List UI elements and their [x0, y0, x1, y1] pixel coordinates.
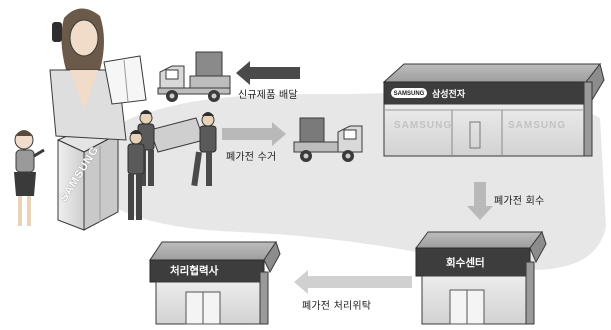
label-disposal-recovery: 폐가전 회수 [494, 196, 545, 207]
collection-truck-icon [293, 117, 363, 162]
delivery-truck-icon [157, 51, 231, 102]
partner-sign: 처리협력사 [170, 265, 219, 277]
arrow-disposal-collection [222, 122, 286, 146]
hq-window-brand-left: SAMSUNG [394, 120, 453, 131]
hq-window-brand-right: SAMSUNG [508, 120, 567, 131]
label-new-delivery: 신규제품 배달 [238, 90, 298, 101]
samsung-hq-building [382, 62, 605, 157]
label-disposal-collection: 폐가전 수거 [226, 152, 277, 163]
label-disposal-processing: 폐가전 처리위탁 [302, 301, 372, 312]
woman-phone-icon [49, 8, 147, 141]
arrow-disposal-recovery [467, 182, 493, 220]
collection-center-building [415, 230, 547, 325]
partner-building [149, 240, 281, 325]
girl-icon [14, 130, 45, 226]
refrigerator-icon [56, 123, 120, 231]
arrow-disposal-processing [294, 270, 412, 294]
samsung-hq-name: 삼성전자 [432, 90, 466, 100]
collection-center-sign: 회수센터 [446, 257, 485, 269]
workers-carrying-icon [127, 110, 217, 220]
samsung-hq-logo: SAMSUNG [393, 91, 425, 97]
arrow-new-delivery [236, 61, 300, 85]
